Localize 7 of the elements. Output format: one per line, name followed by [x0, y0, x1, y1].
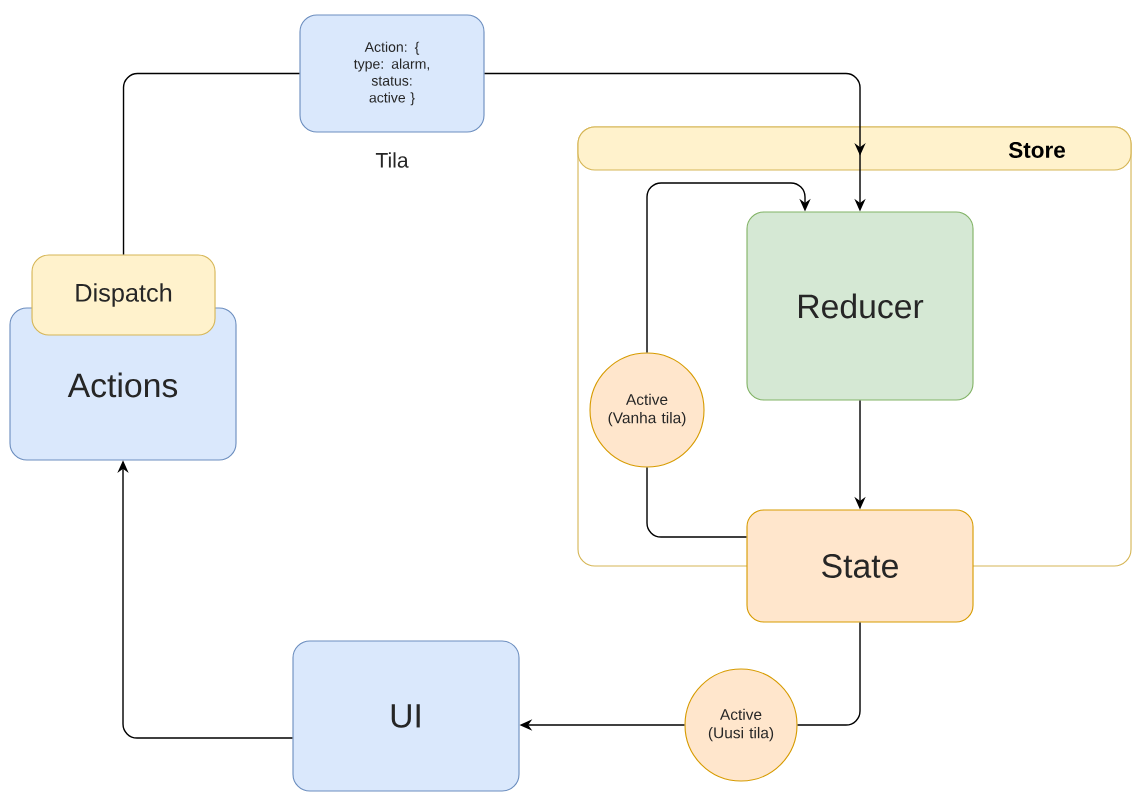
dispatch-box: Dispatch — [31, 254, 216, 336]
caption-text: Tila — [375, 152, 409, 168]
state-box: State — [746, 509, 974, 623]
reducer-box: Reducer — [746, 211, 974, 401]
action-box: Action: { type: alarm, status: active } — [299, 14, 485, 133]
ui-box: UI — [292, 640, 520, 792]
arrow — [646, 182, 811, 354]
